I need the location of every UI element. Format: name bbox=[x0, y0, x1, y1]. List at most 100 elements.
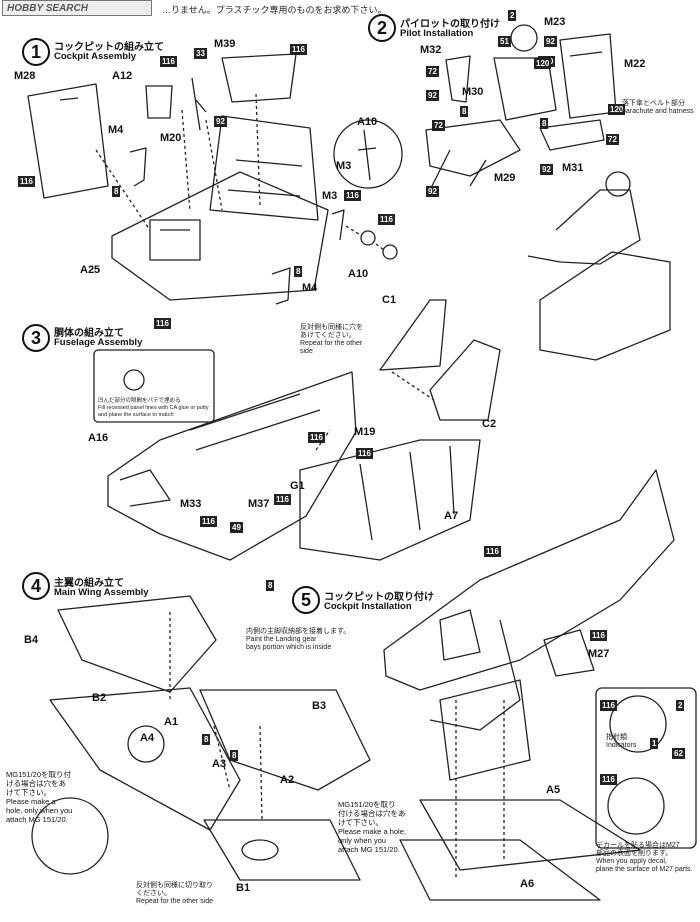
color-code-badge: 116 bbox=[600, 774, 617, 785]
step-5-title-en: Cockpit Installation bbox=[324, 601, 412, 612]
note-recessed: 凹んだ部分の隙間をパテで埋める Fill recessed panel line… bbox=[98, 398, 209, 418]
part-label-a4: A4 bbox=[140, 732, 155, 744]
color-code-badge: 51 bbox=[498, 36, 511, 47]
color-code-badge: 116 bbox=[484, 546, 501, 557]
color-code-badge: 116 bbox=[600, 700, 617, 711]
header-banner: …りません。プラスチック専用のものをお求め下さい。 bbox=[162, 5, 387, 15]
color-code-badge: 1 bbox=[650, 738, 659, 749]
color-code-badge: 116 bbox=[154, 318, 171, 329]
pilot-legs bbox=[425, 119, 521, 177]
cockpit-floor bbox=[111, 171, 329, 301]
color-code-badge: 92 bbox=[426, 90, 439, 101]
color-code-badge: 2 bbox=[508, 10, 517, 21]
color-code-badge: 116 bbox=[308, 432, 325, 443]
note-mg-right: MG151/20を取り 付ける場合は穴をあ けて下さい。 Please make… bbox=[338, 800, 406, 854]
control-stick-m20 bbox=[191, 77, 207, 131]
color-code-badge: 116 bbox=[344, 190, 361, 201]
step-1-title-jp: コックピットの組み立て bbox=[54, 42, 164, 53]
part-label-c2: C2 bbox=[482, 418, 497, 430]
part-label-m33: M33 bbox=[180, 498, 202, 510]
part-label-b2: B2 bbox=[92, 692, 107, 704]
part-label-m27: M27 bbox=[588, 648, 610, 660]
part-label-b3: B3 bbox=[312, 700, 327, 712]
part-label-m30: M30 bbox=[462, 86, 484, 98]
part-m3 bbox=[331, 209, 345, 241]
color-code-badge: 92 bbox=[214, 116, 227, 127]
part-label-m23: M23 bbox=[544, 16, 566, 28]
tail-c1 bbox=[379, 299, 447, 371]
part-label-m31: M31 bbox=[562, 162, 584, 174]
part-label-m4-top: M4 bbox=[108, 124, 124, 136]
part-label-m32: M32 bbox=[420, 44, 442, 56]
part-label-a2: A2 bbox=[280, 774, 295, 786]
part-label-a16: A16 bbox=[88, 432, 109, 444]
color-code-badge: 92 bbox=[544, 36, 557, 47]
seat-cushion-m39 bbox=[221, 53, 297, 103]
part-label-a25: A25 bbox=[80, 264, 101, 276]
fuselage-half-a7 bbox=[299, 439, 481, 561]
part-label-a7: A7 bbox=[444, 510, 459, 522]
note-decal: デカールを貼る場合はM27 部品の表面を削ります。 When you apply… bbox=[596, 842, 693, 873]
assembled-pilot-seat bbox=[539, 251, 671, 361]
part-label-a1: A1 bbox=[164, 716, 179, 728]
part-label-a3: A3 bbox=[212, 758, 227, 770]
part-label-a12: A12 bbox=[112, 70, 133, 82]
note-landing-gear: 内側の主脚収納部を接着します。 Paint the Landing gear b… bbox=[246, 628, 351, 651]
part-label-m29: M29 bbox=[494, 172, 516, 184]
note-other-side: 反対側も同様に穴を あけてください。 Repeat for the other … bbox=[300, 324, 363, 355]
step-3-title-jp: 胴体の組み立て bbox=[54, 328, 124, 339]
pilot-arm-m31 bbox=[539, 119, 605, 151]
wing-b3 bbox=[199, 689, 371, 791]
fuselage-half-a16 bbox=[107, 371, 357, 561]
part-label-a5: A5 bbox=[546, 784, 561, 796]
fuselage-assembled bbox=[383, 469, 675, 691]
step-3-number: 3 bbox=[22, 324, 50, 352]
color-code-badge: 116 bbox=[378, 214, 395, 225]
color-code-badge: 8 bbox=[112, 186, 121, 197]
part-label-a10: A10 bbox=[348, 268, 369, 280]
part-label-g1: G1 bbox=[290, 480, 305, 492]
step-5-title-jp: コックピットの取り付け bbox=[324, 592, 434, 603]
color-code-badge: 8 bbox=[294, 266, 303, 277]
step-1-title-en: Cockpit Assembly bbox=[54, 51, 137, 62]
color-code-badge: 8 bbox=[540, 118, 549, 129]
pedal-m4-bottom bbox=[271, 267, 291, 305]
color-code-badge: 120 bbox=[534, 58, 552, 69]
step-1-number: 1 bbox=[22, 38, 50, 66]
canopy-m27 bbox=[543, 629, 595, 677]
part-label-a6: A6 bbox=[520, 878, 535, 890]
note-parachute: 落下傘とベルト部分 parachute and harness bbox=[622, 100, 694, 115]
step-4-number: 4 bbox=[22, 572, 50, 600]
part-label-m20: M20 bbox=[160, 132, 182, 144]
color-code-badge: 116 bbox=[160, 56, 177, 67]
color-code-badge: 116 bbox=[290, 44, 307, 55]
step-4-title-en: Main Wing Assembly bbox=[54, 587, 149, 598]
color-code-badge: 33 bbox=[194, 48, 207, 59]
color-code-badge: 2 bbox=[676, 700, 685, 711]
part-label-m19: M19 bbox=[354, 426, 376, 438]
part-label-m22: M22 bbox=[624, 58, 646, 70]
color-code-badge: 72 bbox=[606, 134, 619, 145]
note-indicators: 指針類 Indicators bbox=[606, 734, 637, 749]
color-code-badge: 116 bbox=[18, 176, 35, 187]
wing-b2 bbox=[49, 687, 241, 831]
color-code-badge: 8 bbox=[460, 106, 469, 117]
color-code-badge: 8 bbox=[266, 580, 275, 591]
part-label-m3: M3 bbox=[322, 190, 338, 202]
color-code-badge: 120 bbox=[608, 104, 626, 115]
color-code-badge: 8 bbox=[202, 734, 211, 745]
color-code-badge: 92 bbox=[540, 164, 553, 175]
step-2-title-jp: パイロットの取り付け bbox=[400, 19, 500, 30]
color-code-badge: 92 bbox=[426, 186, 439, 197]
color-code-badge: 116 bbox=[590, 630, 607, 641]
cockpit-seat-back bbox=[209, 115, 319, 221]
note-mg-left: MG151/20を取り付 ける場合は穴をあ けて下さい。 Please make… bbox=[6, 770, 73, 824]
step-5-number: 5 bbox=[292, 586, 320, 614]
tail-c2 bbox=[429, 339, 501, 421]
part-label-b1: B1 bbox=[236, 882, 251, 894]
part-label-c1: C1 bbox=[382, 294, 397, 306]
wing-b4 bbox=[57, 595, 217, 693]
wing-assembly-a5 bbox=[419, 799, 641, 871]
part-label-m4-bottom: M4 bbox=[302, 282, 318, 294]
